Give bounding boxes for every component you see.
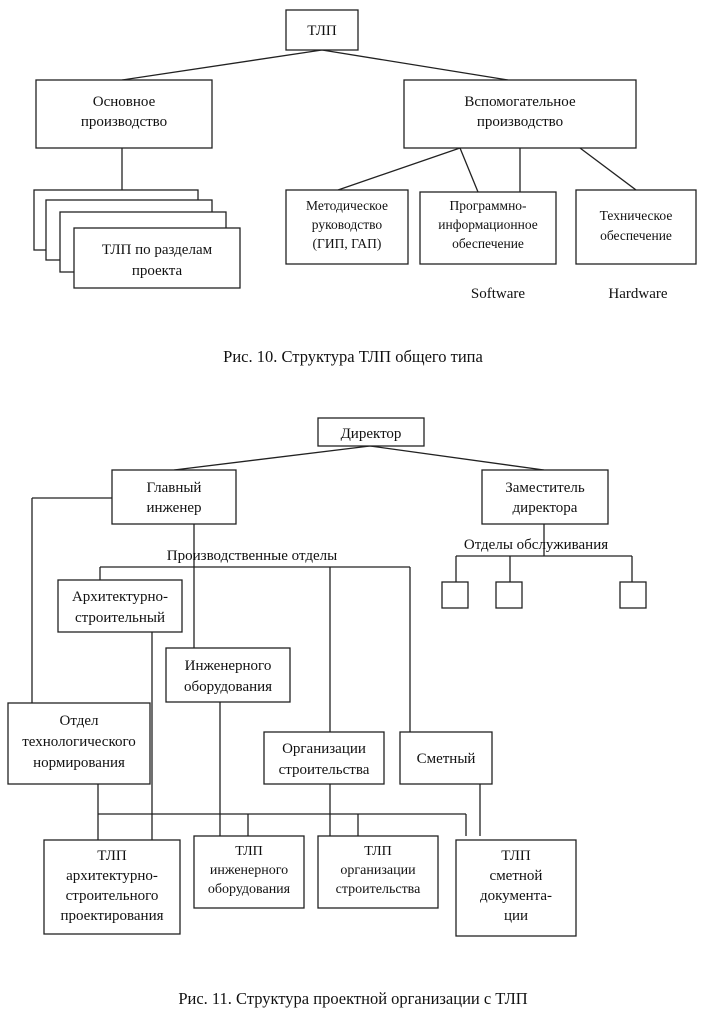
tech-norm-line1: Отдел	[60, 713, 99, 729]
service-dept-box	[495, 581, 523, 609]
main-production-line1: Основное	[93, 94, 156, 110]
construction-org-line2: строительства	[279, 762, 370, 778]
tlp-eng-line2: инженерного	[210, 863, 288, 878]
director-label: Директор	[341, 426, 402, 442]
production-depts-label: Производственные отделы	[167, 548, 337, 564]
tech-norm-line2: технологического	[22, 734, 136, 750]
deputy-box	[481, 469, 609, 525]
connector	[459, 147, 479, 193]
methodical-box	[285, 189, 409, 265]
arch-dept-line2: строительный	[75, 610, 165, 626]
chief-engineer-line2: инженер	[146, 500, 201, 516]
tlp-eng-line1: ТЛП	[235, 844, 262, 859]
chief-engineer-line1: Главный	[147, 480, 202, 496]
eng-equipment-line2: оборудования	[184, 679, 272, 695]
software-box	[419, 191, 557, 265]
connector	[579, 147, 637, 191]
tlp-estimate-line1: ТЛП	[501, 848, 531, 864]
connector	[321, 49, 509, 81]
software-line1: Программно-	[449, 198, 527, 213]
figure-10-caption: Рис. 10. Структура ТЛП общего типа	[223, 347, 483, 366]
figure-11: Директор Главный инженер Заместитель дир…	[7, 417, 647, 1008]
tlp-arch-line3: строительного	[66, 888, 159, 904]
tlp-org-line1: ТЛП	[364, 844, 391, 859]
main-production-box	[35, 79, 213, 149]
service-dept-box	[619, 581, 647, 609]
tlp-estimate-line2: сметной	[490, 868, 543, 884]
sections-box	[73, 227, 241, 289]
connector	[173, 445, 371, 471]
main-production-line2: производство	[81, 114, 167, 130]
tlp-estimate-line3: документа-	[480, 888, 552, 904]
estimate-dept-label: Сметный	[417, 751, 476, 767]
connector	[121, 49, 323, 81]
aux-production-box	[403, 79, 637, 149]
tlp-estimate-box	[455, 839, 577, 937]
sections-line2: проекта	[132, 263, 183, 279]
construction-org-box	[263, 731, 385, 785]
tech-norm-line3: нормирования	[33, 755, 125, 771]
figure-10: ТЛП Основное производство Вспомогательно…	[33, 9, 697, 366]
methodical-line3: (ГИП, ГАП)	[313, 236, 382, 251]
tlp-arch-line4: проектирования	[60, 908, 163, 924]
tlp-org-line3: строительства	[336, 882, 421, 897]
arch-dept-box	[57, 579, 183, 633]
arch-dept-line1: Архитектурно-	[72, 589, 168, 605]
tlp-arch-line1: ТЛП	[97, 848, 127, 864]
deputy-line1: Заместитель	[505, 480, 585, 496]
tlp-org-box	[317, 835, 439, 909]
service-dept-box	[441, 581, 469, 609]
construction-org-line1: Организации	[282, 741, 366, 757]
sections-line1: ТЛП по разделам	[102, 242, 213, 258]
tech-norm-box	[7, 702, 151, 785]
root-label: ТЛП	[307, 23, 337, 39]
methodical-line1: Методическое	[306, 198, 388, 213]
estimate-dept-box	[399, 731, 493, 785]
hardware-caption: Hardware	[608, 286, 667, 302]
hardware-box	[575, 189, 697, 265]
eng-equipment-line1: Инженерного	[185, 658, 272, 674]
connector	[369, 445, 545, 471]
eng-equipment-box	[165, 647, 291, 703]
tlp-estimate-line4: ции	[504, 908, 528, 924]
software-line2: информационное	[438, 217, 538, 232]
tlp-eng-box	[193, 835, 305, 909]
aux-production-line2: производство	[477, 114, 563, 130]
hardware-line2: обеспечение	[600, 228, 672, 243]
tlp-eng-line3: оборудования	[208, 882, 291, 897]
software-caption: Software	[471, 286, 525, 302]
chief-engineer-box	[111, 469, 237, 525]
methodical-line2: руководство	[312, 217, 383, 232]
connector	[337, 147, 461, 191]
director-box	[317, 417, 425, 447]
tlp-arch-line2: архитектурно-	[66, 868, 158, 884]
deputy-line2: директора	[513, 500, 578, 516]
service-depts-label: Отделы обслуживания	[464, 537, 608, 553]
software-line3: обеспечение	[452, 236, 524, 251]
root-box	[285, 9, 359, 51]
tlp-arch-box	[43, 839, 181, 935]
tlp-org-line2: организации	[340, 863, 416, 878]
figure-11-caption: Рис. 11. Структура проектной организации…	[178, 989, 527, 1008]
aux-production-line1: Вспомогательное	[464, 94, 576, 110]
hardware-line1: Техническое	[600, 208, 673, 223]
